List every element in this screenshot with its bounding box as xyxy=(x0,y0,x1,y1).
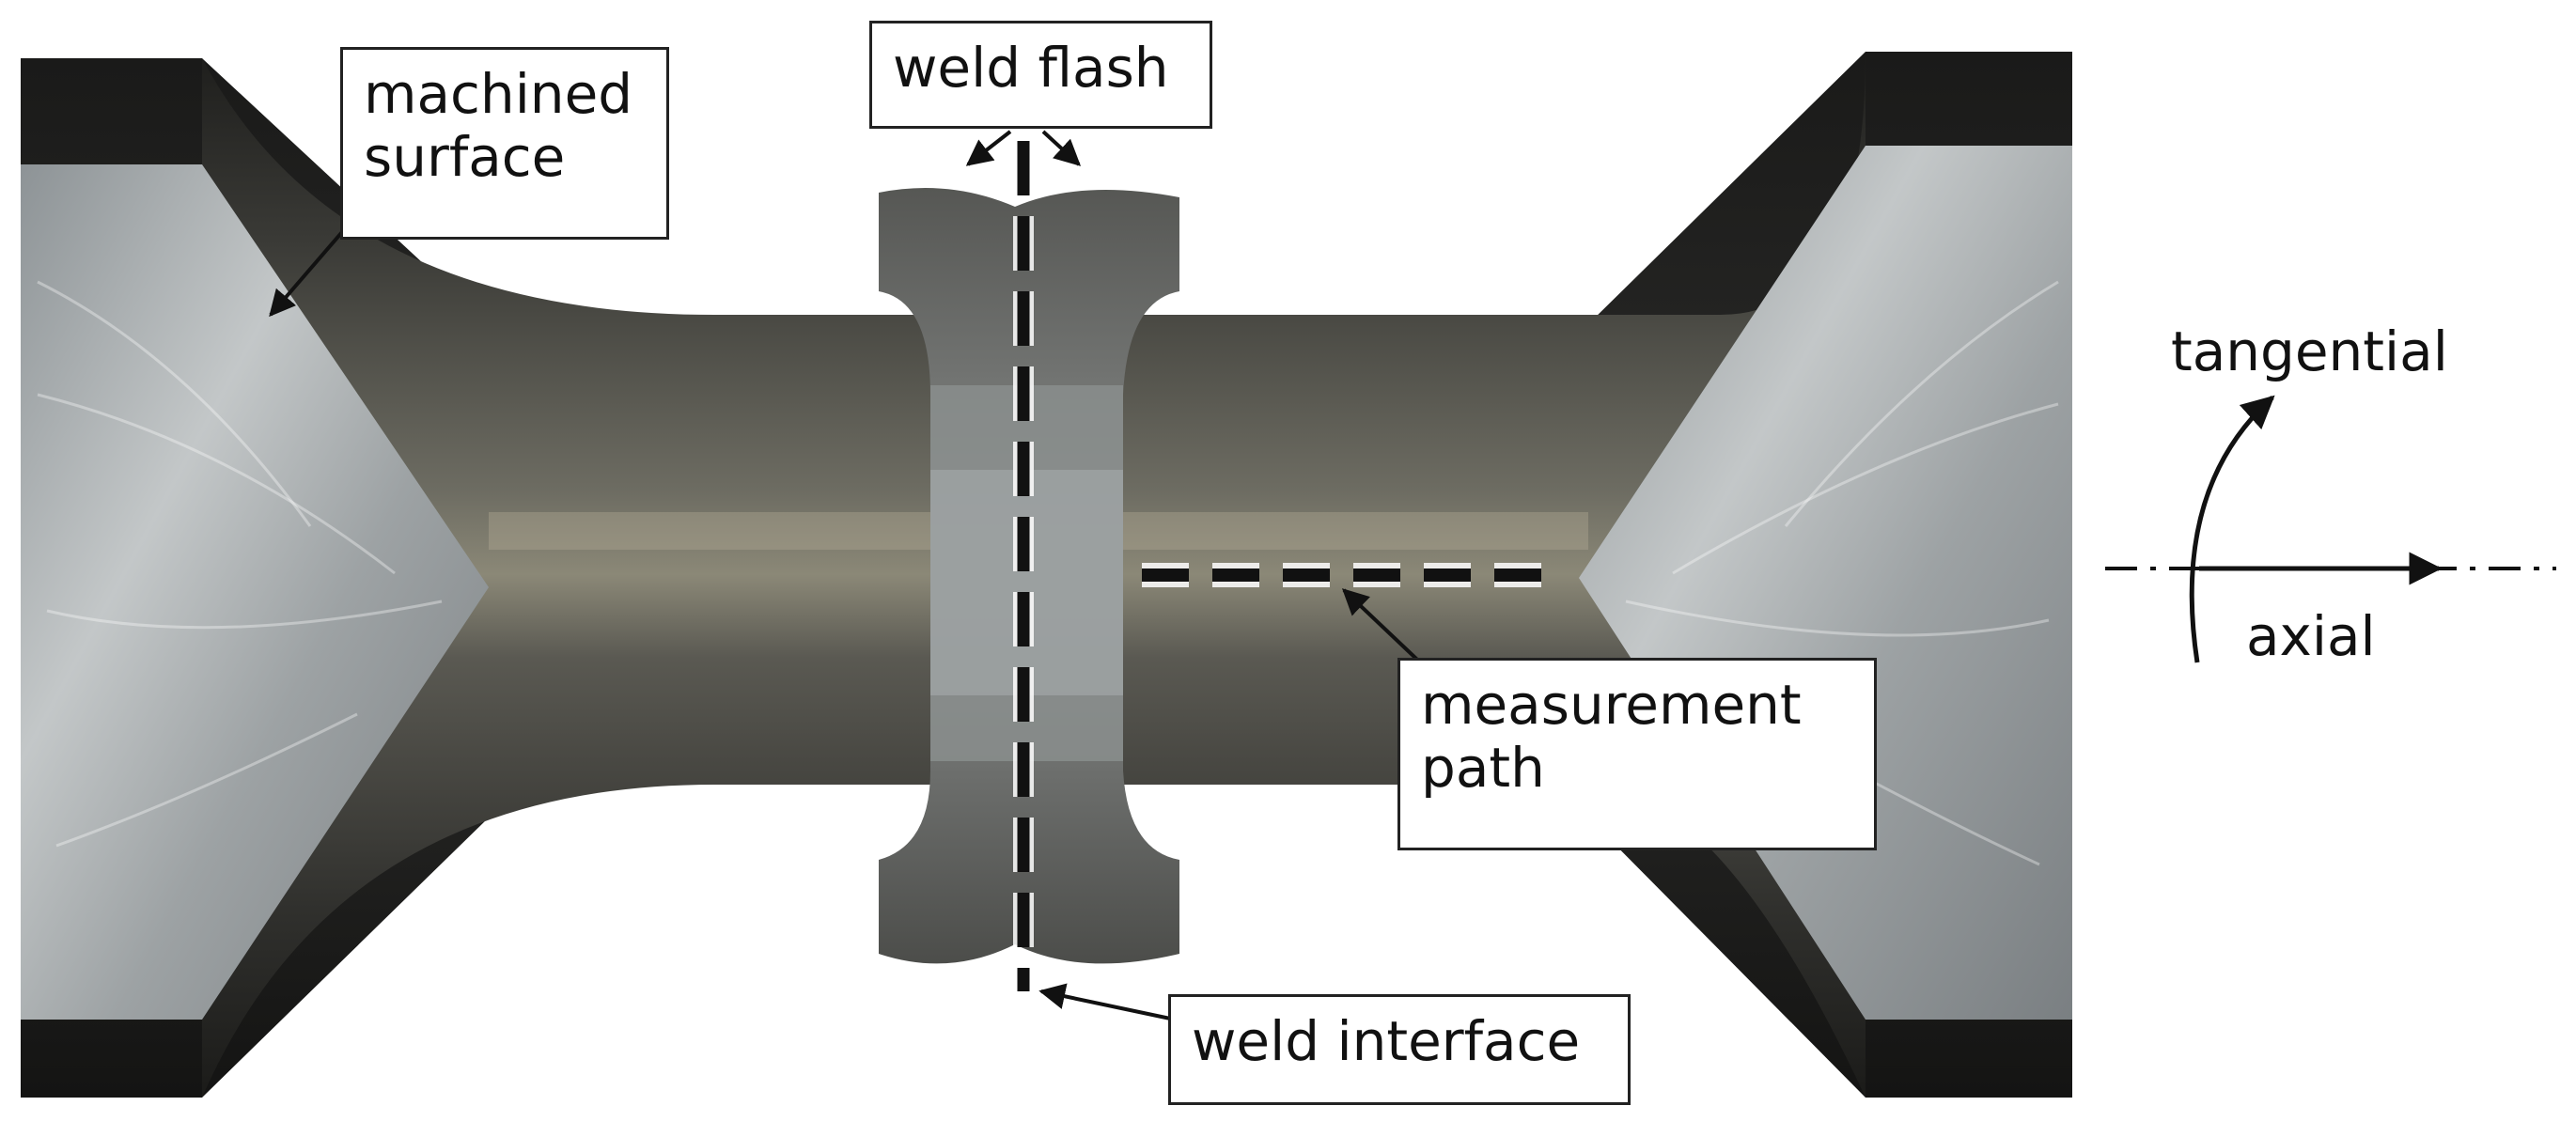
weld-interface-text: weld interface xyxy=(1192,1009,1581,1073)
right-machined-face xyxy=(1579,146,2072,1020)
weld-interface-label: weld interface xyxy=(1168,994,1631,1105)
specimen-photo xyxy=(21,52,2072,1098)
machined-surface-leader xyxy=(269,224,350,318)
measurement-path-label: measurement path xyxy=(1397,658,1877,850)
tangential-label: tangential xyxy=(2171,319,2448,383)
weld-flash-text: weld flash xyxy=(893,36,1169,100)
machined-surface-line-2: surface xyxy=(364,124,566,189)
measurement-path-line-2: path xyxy=(1421,735,1545,800)
weld-flash-leader-right xyxy=(1041,130,1082,166)
left-machined-face xyxy=(21,164,489,1020)
weld-flash-label: weld flash xyxy=(869,21,1212,129)
weld-interface-leader xyxy=(1038,983,1176,1021)
tangential-arrow xyxy=(2189,395,2275,663)
machined-surface-line-1: machined xyxy=(364,62,633,126)
machined-surface-label: machined surface xyxy=(340,47,669,240)
axial-label: axial xyxy=(2246,604,2376,668)
weld-flash-leader-left xyxy=(965,130,1012,166)
measurement-path-line-1: measurement xyxy=(1421,673,1802,737)
axis-legend xyxy=(2105,395,2556,663)
